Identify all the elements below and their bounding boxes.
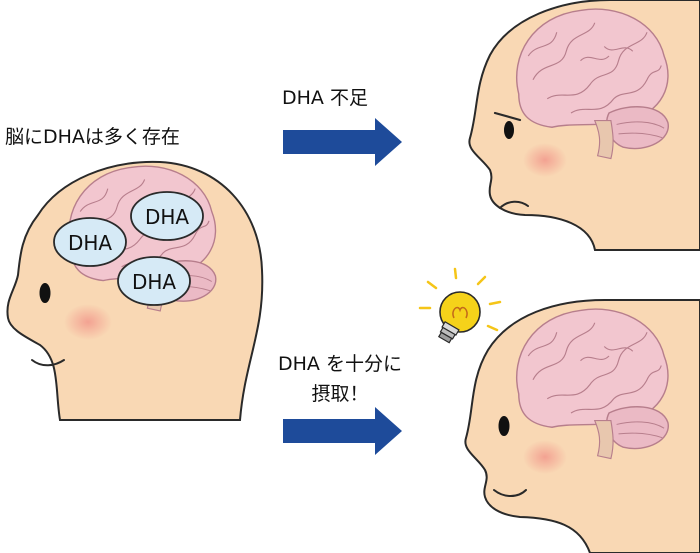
left-cheek [64, 304, 112, 340]
label-dha-shortage: DHA 不足 [282, 87, 368, 109]
right-arrow-icon [283, 118, 402, 166]
top-right-head-figure [468, 0, 700, 251]
dha-bubble-1: DHA [130, 191, 204, 241]
bottom-right-eye [498, 416, 510, 436]
label-dha-intake-line1: DHA を十分に [278, 353, 402, 375]
label-dha-intake-line2: 摂取！ [311, 383, 368, 405]
light-bulb-icon [418, 267, 502, 344]
label-brain-has-dha: 脳にDHAは多く存在 [5, 126, 180, 148]
top-right-cheek [523, 143, 567, 177]
dha-bubble-3: DHA [117, 256, 191, 306]
bottom-right-head-figure [464, 299, 700, 553]
svg-text:DHA: DHA [68, 231, 112, 255]
bottom-right-smile [493, 489, 527, 497]
right-arrow-icon [283, 407, 402, 455]
top-right-eye [504, 121, 514, 139]
top-right-eyebrow [493, 111, 522, 122]
bottom-right-cheek [523, 440, 567, 474]
left-smile [31, 359, 65, 367]
dha-bubble-2: DHA [53, 217, 127, 267]
top-right-frown [499, 200, 529, 209]
svg-text:DHA: DHA [132, 270, 176, 294]
svg-text:DHA: DHA [145, 205, 189, 229]
left-eye [39, 283, 51, 303]
